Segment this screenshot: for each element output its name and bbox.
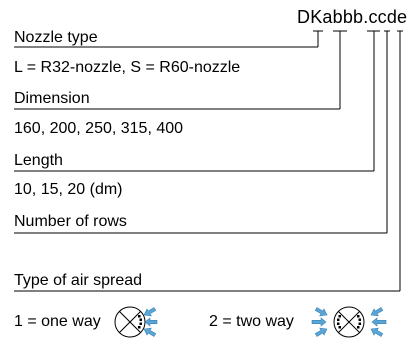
- section-detail-nozzle-type: L = R32-nozzle, S = R60-nozzle: [14, 59, 241, 76]
- section-detail-dimension: 160, 200, 250, 315, 400: [14, 120, 184, 137]
- two-way-nozzle-icon: [310, 305, 388, 344]
- section-heading-dimension: Dimension: [14, 90, 90, 107]
- two-way-label: 2 = two way: [209, 313, 294, 330]
- section-heading-length: Length: [14, 152, 63, 169]
- section-heading-number-of-rows: Number of rows: [14, 213, 127, 230]
- one-way-label: 1 = one way: [14, 313, 101, 330]
- type-code: DKabbb.ccde: [297, 7, 408, 27]
- section-heading-nozzle-type: Nozzle type: [14, 29, 98, 46]
- section-heading-air-spread: Type of air spread: [14, 272, 143, 289]
- one-way-nozzle-icon: [114, 305, 158, 344]
- section-detail-length: 10, 15, 20 (dm): [14, 181, 123, 198]
